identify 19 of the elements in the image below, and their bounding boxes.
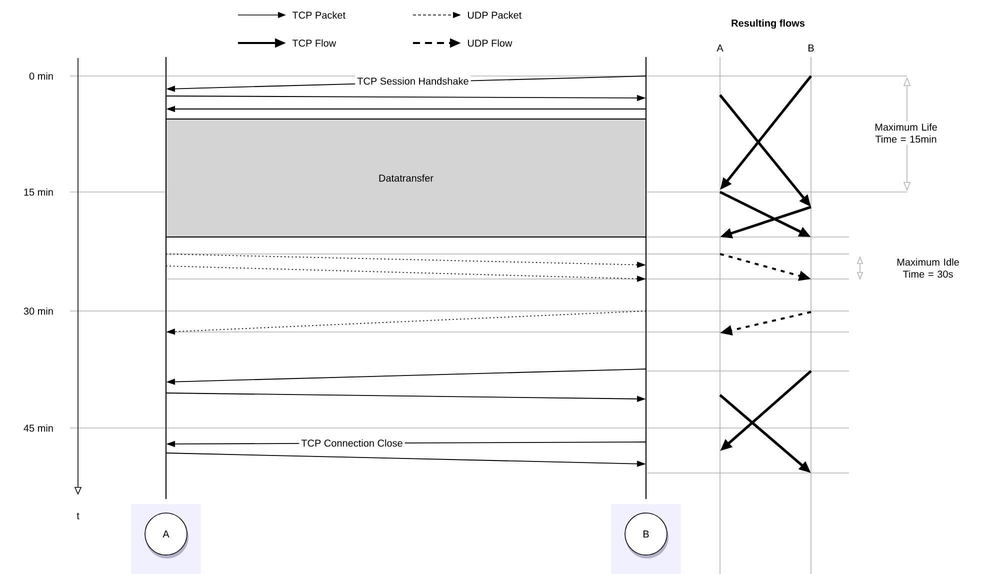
axis-label: t	[76, 512, 80, 520]
participant-lifeline: B	[611, 56, 681, 574]
process-box: Datatransfer	[166, 118, 646, 238]
edge-label: TCP Session Handshake	[355, 75, 471, 87]
time-label: 15 min	[24, 188, 53, 196]
legend-text: TCP Flow	[292, 39, 336, 47]
legend-text: TCP Packet	[292, 11, 346, 19]
edge-label: TCP Connection Close	[299, 437, 405, 449]
participant-lifeline: A	[131, 56, 201, 574]
flow-lifeline: A	[716, 44, 724, 574]
panel-heading: Resulting flows	[732, 19, 805, 29]
dimension-label: Maximum Life Time = 15min	[865, 121, 947, 145]
legend-text: UDP Flow	[468, 39, 512, 47]
time-label: 45 min	[24, 424, 53, 432]
legend-text: UDP Packet	[468, 11, 522, 19]
time-label: 0 min	[29, 72, 53, 80]
time-label: 30 min	[24, 307, 53, 315]
dimension-label: Maximum Idle Time = 30s	[887, 256, 969, 280]
flow-lifeline: B	[808, 44, 814, 574]
